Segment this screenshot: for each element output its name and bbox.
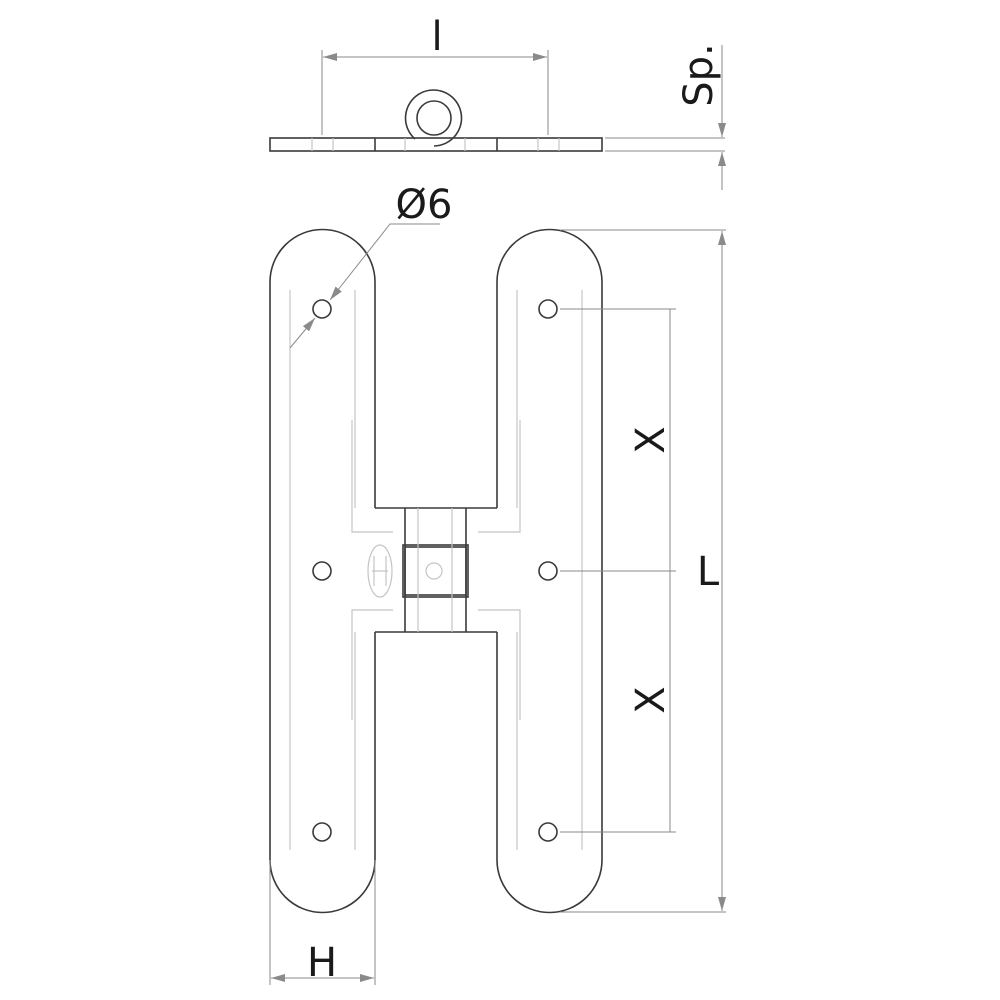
label-hole-diameter: Ø6 — [396, 182, 453, 228]
knuckle-ring — [404, 89, 463, 147]
label-l: l — [431, 14, 442, 60]
label-sp: Sp. — [676, 43, 722, 107]
label-L: L — [697, 549, 720, 595]
front-view — [269, 228, 603, 914]
label-x-lower: X — [628, 686, 674, 713]
label-x-upper: X — [628, 426, 674, 453]
knuckle — [402, 508, 469, 632]
logo-icon — [367, 544, 393, 598]
screw-holes — [312, 299, 558, 842]
dimension-lines — [269, 45, 726, 985]
label-H: H — [307, 940, 337, 986]
left-leaf — [269, 228, 376, 914]
pin-icon — [425, 562, 443, 580]
side-view — [269, 89, 603, 152]
